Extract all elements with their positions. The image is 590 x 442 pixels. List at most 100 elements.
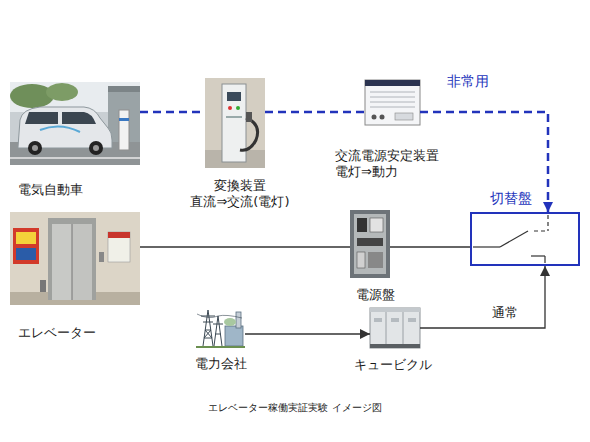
stabilizer-photo-frame: 交流電源安定装置電灯⇒動力 [365,80,420,125]
stabilizer-photo-part [380,115,385,120]
car-photo-part [46,83,78,101]
power-company-icon [196,310,245,347]
elevator-photo-frame: エレベーター [10,212,140,305]
elevator-photo-part [13,228,39,264]
cubicle-photo [370,308,420,348]
car-photo-part [93,145,99,151]
power-company-icon-part [197,314,242,318]
converter-photo-frame: 変換装置直流⇒交流(電灯) [205,78,265,168]
switch-symbol-part [544,256,545,263]
switch-symbol-part [500,231,528,247]
car-photo-part [10,84,54,108]
cubicle-photo-part [391,318,399,322]
node-label: エレベーター [18,325,96,341]
converter-photo-part [246,112,252,122]
power-panel-photo [350,210,390,278]
elevator-photo-part [40,280,46,292]
converter-photo-part [236,106,240,110]
node-label: キュービクル [354,357,432,373]
node-label-group: 電力会社 [195,356,247,372]
power-panel-photo-part [357,252,365,268]
switch-symbol-part [547,215,548,231]
power-panel-photo-part [370,218,383,232]
cubicle-frame: キュービクル [370,308,420,348]
stabilizer-photo-part [365,80,420,86]
elevator-photo-part [10,212,140,305]
car-photo-part [32,145,38,151]
power-panel-photo-part [357,238,383,246]
elevator-photo-part [48,218,96,300]
cubicle-photo-part [370,308,420,348]
emergency-line [140,111,205,114]
power-line [245,333,370,334]
node-label-group: 電源盤 [356,287,395,303]
node-label: 交流電源安定装置 [335,148,439,164]
car-photo-part [119,118,129,121]
converter-photo-part [205,78,265,168]
car-photo-part [62,112,96,124]
stabilizer-photo-part [370,92,415,93]
car-photo-part [10,157,140,159]
emergency-line [265,111,365,114]
power-company-icon-part [213,316,223,346]
car-photo-part [108,86,140,92]
stabilizer-photo-part [370,102,415,103]
converter-photo-part [240,118,258,150]
elevator-photo-part [99,252,104,262]
converter-photo-part [226,116,242,118]
stabilizer-photo-part [370,107,415,108]
changeover-panel-box: 切替盤 [470,212,580,266]
cubicle-photo-part [374,318,382,322]
emergency-line [420,112,548,212]
car-photo-part [89,141,103,155]
stabilizer-photo-part [365,80,420,125]
node-label: 電力会社 [195,356,247,372]
car-photo [10,82,140,165]
node-label: 電源盤 [356,287,395,303]
cubicle-photo-part [370,308,420,312]
stabilizer-photo-part [395,113,413,120]
node-label-group: 変換装置直流⇒交流(電灯) [190,178,289,210]
node-label: 電灯⇒動力 [335,164,439,180]
power-panel-photo-part [350,210,390,278]
caption: エレベーター稼働実証実験 イメージ図 [0,401,590,414]
car-photo-part [40,126,80,132]
elevator-photo-part [108,232,130,262]
power-panel-frame: 電源盤 [350,210,390,278]
power-line [390,246,470,247]
elevator-photo-part [72,224,92,300]
power-company-frame: 電力会社 [195,305,245,348]
node-label: 変換装置 [190,178,289,194]
switch-symbol-part [534,230,548,231]
cubicle-photo-part [403,312,404,344]
node-label: 直流⇒交流(電灯) [190,194,289,210]
car-photo-part [119,110,129,150]
cubicle-photo-part [370,344,420,348]
power-panel-photo-part [368,252,383,268]
power-panel-photo-part [357,218,367,232]
elevator-photo-part [108,232,130,238]
cubicle-photo-part [408,318,416,322]
cubicle-photo-part [386,312,387,344]
node-label-group: 交流電源安定装置電灯⇒動力 [335,148,439,180]
power-company-icon-part [196,346,245,348]
car-photo-frame: 電気自動車 [10,82,140,165]
power-line [420,266,545,328]
car-photo-part [10,82,140,165]
elevator-photo [10,212,140,305]
power-company-icon-part [201,310,215,346]
power-panel-photo-part [354,214,386,274]
stabilizer-photo [365,80,420,125]
edge-label: 通常 [490,304,520,322]
elevator-photo-part [16,248,36,260]
switch-symbol-part [473,246,500,247]
node-label-group: 切替盤 [490,190,532,206]
power-company-icon-part [236,312,241,328]
switch-symbol-part [531,255,545,256]
power-line [140,246,350,247]
power-company-icon-part [224,318,236,326]
elevator-photo-part [72,224,73,300]
power-company-icon-part [225,326,243,346]
